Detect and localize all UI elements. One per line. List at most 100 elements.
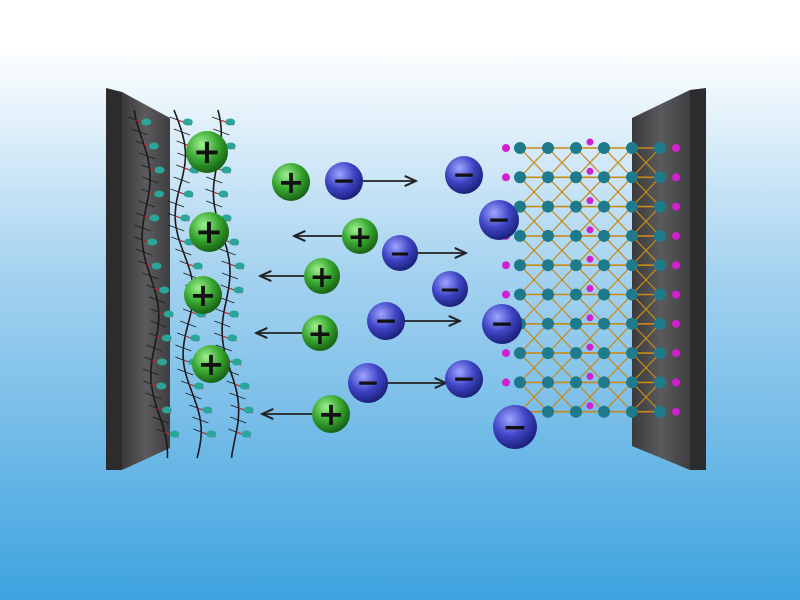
lattice-tip xyxy=(502,144,510,152)
cation-sphere: + xyxy=(186,131,228,173)
lattice-tip xyxy=(672,290,680,299)
lattice-tip xyxy=(586,314,594,322)
lattice-bond xyxy=(575,235,605,266)
lattice-bond xyxy=(603,323,633,354)
sheet-node xyxy=(192,262,203,270)
sheet-bond xyxy=(215,344,232,352)
cation-sphere: + xyxy=(272,163,310,201)
sheet-node xyxy=(239,382,250,390)
lattice-bond xyxy=(547,147,577,178)
sheet-bond xyxy=(177,368,194,376)
lattice-tip xyxy=(586,197,594,205)
lattice-bond xyxy=(575,323,605,354)
lattice-tip xyxy=(672,349,680,358)
lattice-tip xyxy=(586,138,594,146)
sheet-node xyxy=(169,430,180,438)
svg-text:−: − xyxy=(332,164,355,197)
left-electrode xyxy=(106,88,170,470)
svg-text:−: − xyxy=(356,366,379,399)
lattice-bond xyxy=(603,294,633,325)
lattice-tip xyxy=(502,349,510,358)
lattice-bond xyxy=(547,323,577,354)
svg-text:+: + xyxy=(198,345,225,383)
cation-sphere: + xyxy=(189,212,229,252)
svg-text:−: − xyxy=(490,307,513,340)
sheet-node xyxy=(161,406,172,414)
lattice-node xyxy=(598,259,610,272)
lattice-node xyxy=(598,229,610,242)
lattice-node xyxy=(654,317,666,330)
lattice-bond xyxy=(631,235,661,266)
lattice-bond xyxy=(519,264,549,295)
cation-sphere: + xyxy=(304,258,340,295)
svg-text:−: − xyxy=(374,304,397,337)
lattice-tip xyxy=(672,202,680,211)
sheet-node xyxy=(218,190,229,198)
sheet-bond xyxy=(185,392,202,400)
sheet-bond xyxy=(138,200,155,208)
lattice-bond xyxy=(547,264,577,295)
lattice-bond xyxy=(603,176,633,208)
anion-sphere: − xyxy=(445,156,483,194)
lattice-bond xyxy=(631,352,661,383)
svg-text:−: − xyxy=(389,239,411,269)
lattice-tip xyxy=(502,261,510,270)
sheet-node xyxy=(148,142,159,150)
lattice-node xyxy=(514,142,526,154)
lattice-tip xyxy=(586,402,594,410)
sheet-bond xyxy=(230,416,247,424)
lattice-bond xyxy=(575,381,605,413)
lattice-node xyxy=(654,229,666,242)
lattice-tip xyxy=(502,290,510,299)
anion-sphere: − xyxy=(348,363,388,403)
lattice-node xyxy=(570,142,582,154)
lattice-node xyxy=(626,259,638,272)
svg-text:−: − xyxy=(452,362,475,395)
lattice-node xyxy=(542,288,554,301)
svg-text:−: − xyxy=(502,410,527,445)
lattice-bond xyxy=(603,381,633,413)
lattice-node xyxy=(514,259,526,272)
lattice-node xyxy=(654,347,666,360)
sheet-bond xyxy=(142,272,159,280)
lattice-node xyxy=(598,405,610,418)
lattice-tip xyxy=(586,372,594,380)
lattice-tip xyxy=(672,173,680,182)
lattice-bond xyxy=(631,206,661,237)
lattice-tip xyxy=(586,343,594,351)
lattice-bond xyxy=(575,147,605,178)
lattice-node xyxy=(570,229,582,242)
sheet-bond xyxy=(205,200,223,208)
lattice-bond xyxy=(631,264,661,295)
lattice-tip xyxy=(586,285,594,292)
lattice-node xyxy=(598,376,610,389)
lattice-tip xyxy=(672,144,680,152)
sheet-node xyxy=(159,286,170,294)
sheet-bond xyxy=(206,176,223,184)
cation-sphere: + xyxy=(192,345,230,383)
lattice-bond xyxy=(575,264,605,295)
sheet-bond xyxy=(131,128,148,136)
svg-text:+: + xyxy=(278,163,305,201)
lattice-node xyxy=(570,288,582,301)
lattice-bond xyxy=(631,381,661,413)
svg-text:+: + xyxy=(193,132,222,172)
lattice-tip xyxy=(672,231,680,240)
sheet-bond xyxy=(134,224,151,232)
svg-text:+: + xyxy=(190,276,217,314)
lattice-node xyxy=(514,229,526,242)
sheet-node xyxy=(183,190,194,198)
lattice-bond xyxy=(603,235,633,266)
sheet-bond xyxy=(179,320,197,328)
svg-text:+: + xyxy=(309,260,334,295)
lattice-bond xyxy=(519,294,549,325)
lattice-node xyxy=(654,142,666,154)
anion-sphere: − xyxy=(367,302,405,340)
sheet-bond xyxy=(175,344,192,352)
lattice-node xyxy=(570,347,582,360)
sheet-node xyxy=(231,358,242,366)
lattice-bond xyxy=(519,352,549,383)
lattice-node xyxy=(542,171,554,184)
lattice-node xyxy=(626,376,638,389)
sheet-bond xyxy=(145,392,162,400)
